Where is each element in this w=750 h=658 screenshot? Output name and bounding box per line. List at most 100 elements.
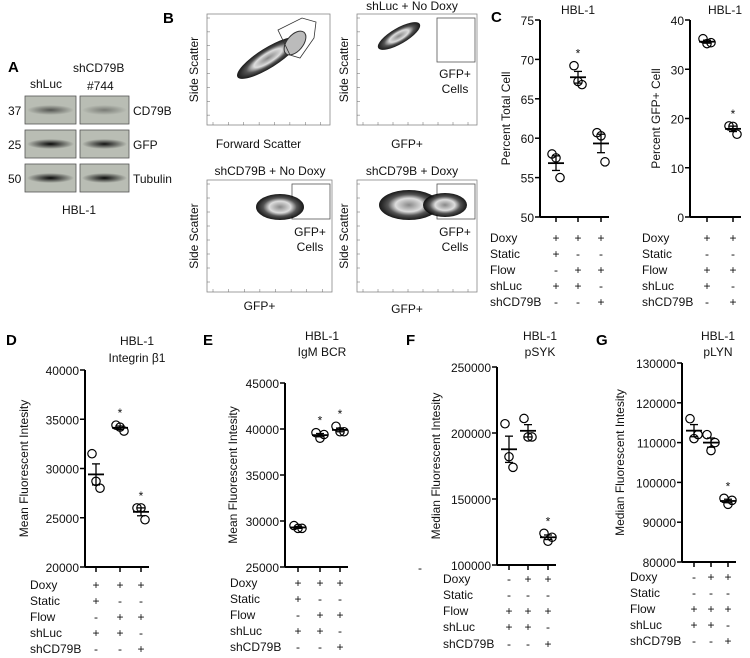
chart-title: pSYK [525, 345, 556, 359]
y-tick-label: 30 [671, 63, 685, 77]
condition-sign: + [116, 626, 123, 640]
lane-label-shcd79b: shCD79B [73, 61, 124, 75]
condition-row-doxy: Doxy+++ [230, 576, 344, 590]
chart-title: pLYN [703, 345, 732, 359]
condition-sign: + [724, 602, 731, 616]
y-tick-label: 65 [521, 93, 535, 107]
data-group: * [724, 107, 742, 140]
protein-label: GFP [133, 138, 158, 152]
condition-sign: + [524, 620, 531, 634]
condition-sign: + [336, 576, 343, 590]
chart-title: HBL-1 [708, 3, 742, 17]
protein-label: CD79B [133, 104, 172, 118]
condition-sign: + [703, 263, 710, 277]
condition-row-doxy: Doxy++ [642, 231, 737, 245]
y-tick-label: 40000 [46, 364, 80, 378]
y-tick-label: 100000 [451, 559, 491, 573]
condition-sign: - [118, 594, 122, 608]
plot-frame [206, 13, 331, 126]
condition-label: shLuc [30, 626, 62, 640]
condition-row-flow: Flow++ [642, 263, 737, 277]
significance-star: * [118, 406, 123, 420]
condition-sign: - [296, 640, 300, 654]
condition-row-static: Static+-- [30, 594, 143, 608]
condition-sign: + [552, 247, 559, 261]
condition-label: Flow [230, 608, 256, 622]
gate-label: GFP+ [439, 225, 471, 239]
y-tick-label: 55 [521, 172, 535, 186]
gate-label: Cells [442, 82, 469, 96]
condition-sign: - [139, 594, 143, 608]
condition-sign: - [705, 247, 709, 261]
data-point [577, 79, 587, 90]
data-point [519, 413, 529, 424]
condition-label: Doxy [630, 570, 657, 584]
condition-label: Flow [630, 602, 656, 616]
panel-letter-b: B [163, 10, 174, 27]
condition-label: Static [30, 594, 60, 608]
protein-band [27, 105, 74, 115]
flow-x-label: GFP+ [244, 299, 276, 313]
condition-label: shLuc [642, 279, 674, 293]
condition-sign: - [318, 640, 322, 654]
significance-star: * [731, 107, 736, 121]
chart-title: Integrin β1 [109, 351, 166, 365]
data-group: * [111, 406, 129, 436]
flow-x-label: GFP+ [391, 302, 423, 316]
condition-sign: + [544, 637, 551, 651]
condition-row-doxy: Doxy+++ [30, 578, 145, 592]
condition-sign: - [731, 279, 735, 293]
cell-population [237, 37, 299, 79]
condition-sign: - [726, 618, 730, 632]
y-tick-label: 0 [677, 211, 684, 225]
condition-sign: + [294, 592, 301, 606]
flow-x-label: Forward Scatter [216, 137, 301, 151]
condition-sign: + [544, 604, 551, 618]
protein-band [82, 173, 127, 183]
condition-sign: + [597, 263, 604, 277]
data-point [685, 413, 695, 424]
condition-row-doxy: Doxy-++ [630, 570, 732, 584]
gfp-gate [436, 17, 476, 63]
condition-sign: + [336, 640, 343, 654]
condition-row-shcd79b: shCD79B--+ [30, 642, 145, 656]
data-point [539, 528, 549, 539]
condition-sign: - [507, 588, 511, 602]
cell-population [256, 194, 304, 220]
y-tick-label: 100000 [636, 476, 676, 490]
y-tick-label: 250000 [451, 361, 491, 375]
condition-sign: + [729, 263, 736, 277]
condition-sign: - [118, 642, 122, 656]
condition-label: shCD79B [443, 637, 494, 651]
protein-band [82, 105, 127, 115]
condition-sign: - [94, 642, 98, 656]
condition-sign: + [294, 624, 301, 638]
condition-sign: + [707, 618, 714, 632]
condition-label: shCD79B [630, 634, 681, 648]
y-axis-label: Percent Total Cell [499, 72, 513, 166]
condition-sign: + [92, 578, 99, 592]
y-tick-label: 110000 [637, 437, 676, 451]
condition-sign: + [597, 231, 604, 245]
condition-label: Doxy [30, 578, 57, 592]
condition-label: shCD79B [230, 640, 281, 654]
data-group [519, 413, 537, 442]
significance-star: * [576, 47, 581, 61]
condition-row-shluc: shLuc++- [490, 279, 603, 293]
y-axis-label: Mean Fluorescent Intesity [226, 406, 240, 543]
condition-label: Doxy [642, 231, 669, 245]
condition-sign: + [116, 610, 123, 624]
flow-y-label: Side Scatter [337, 203, 351, 268]
condition-row-static: Static--- [443, 588, 550, 602]
condition-label: Static [230, 592, 260, 606]
condition-sign: + [597, 295, 604, 309]
cell-population [423, 193, 467, 217]
y-tick-label: 35000 [46, 413, 80, 427]
data-point [702, 38, 712, 49]
y-tick-label: 20000 [46, 561, 80, 575]
